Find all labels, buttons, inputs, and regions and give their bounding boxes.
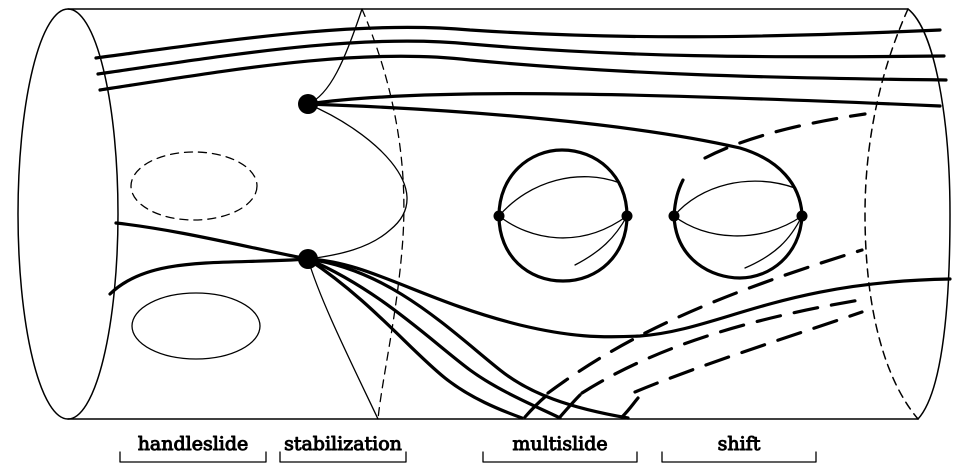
upper-dot-long-curve (306, 92, 942, 108)
crossing-stroke-3 (620, 396, 640, 419)
left-circle-outline (497, 148, 629, 283)
stabilization-thin-bottom-arc (307, 258, 379, 420)
crossing-stroke-2 (558, 393, 582, 419)
dashed-upper-right (703, 112, 867, 160)
right-circle-left-dot (668, 210, 680, 222)
right-circle-outline-lower (672, 214, 804, 280)
back-dashed-curves (546, 112, 867, 395)
right-circle-inner-arc-bottom (673, 215, 803, 237)
left-circle-inner-tail (574, 215, 628, 266)
left-circle-inner-arc-bottom (498, 215, 628, 239)
upper-basepoint-dot (298, 94, 318, 114)
right-circle-inner-tail (744, 215, 803, 269)
right-circle-inner-arc-top (673, 180, 796, 217)
left-curve-upper (114, 221, 310, 261)
move-brackets (119, 451, 817, 463)
bracket-handleslide (119, 451, 267, 463)
right-circle-right-dot (796, 210, 808, 222)
dashed-lower-1 (546, 248, 864, 395)
left-curve-lower (108, 257, 310, 296)
label-handleslide: handleslide (138, 433, 249, 455)
top-parallel-curves (94, 25, 948, 92)
hidden-handle-ellipse (130, 151, 258, 221)
right-end-solid-arc (907, 8, 951, 420)
left-circle-right-dot (621, 210, 633, 222)
cylinder (17, 8, 951, 420)
lower-basepoint-dot (298, 249, 318, 269)
upper-dot-curve-to-circle (306, 102, 804, 216)
left-circle-left-dot (493, 210, 505, 222)
stabilization-thin-bulge (307, 103, 408, 260)
top-curve-1 (94, 25, 942, 60)
lower-dot-curve-4 (306, 257, 524, 420)
dashed-lower-3 (633, 310, 864, 394)
dashed-lower-2 (580, 298, 862, 395)
multislide-left-circle (493, 148, 633, 283)
left-circle-inner-arc-top (498, 176, 621, 217)
crossing-stroke-1 (523, 394, 548, 419)
stabilization-dashed-circle (361, 8, 405, 420)
top-curve-3 (98, 54, 948, 92)
bracket-stabilization (279, 451, 407, 463)
bracket-shift (661, 451, 817, 463)
handle-ellipse (131, 292, 261, 360)
label-multislide: multislide (512, 433, 607, 455)
multislide-right-circle (668, 178, 808, 280)
label-shift: shift (718, 433, 761, 455)
label-stabilization: stabilization (284, 433, 402, 455)
right-end-dashed-arc (864, 8, 919, 420)
lower-dot-curve-1 (306, 257, 952, 339)
left-end-ellipse (17, 8, 119, 420)
top-curve-2 (96, 39, 946, 76)
lower-dot-curve-3 (306, 257, 562, 420)
bracket-multislide (482, 451, 638, 463)
